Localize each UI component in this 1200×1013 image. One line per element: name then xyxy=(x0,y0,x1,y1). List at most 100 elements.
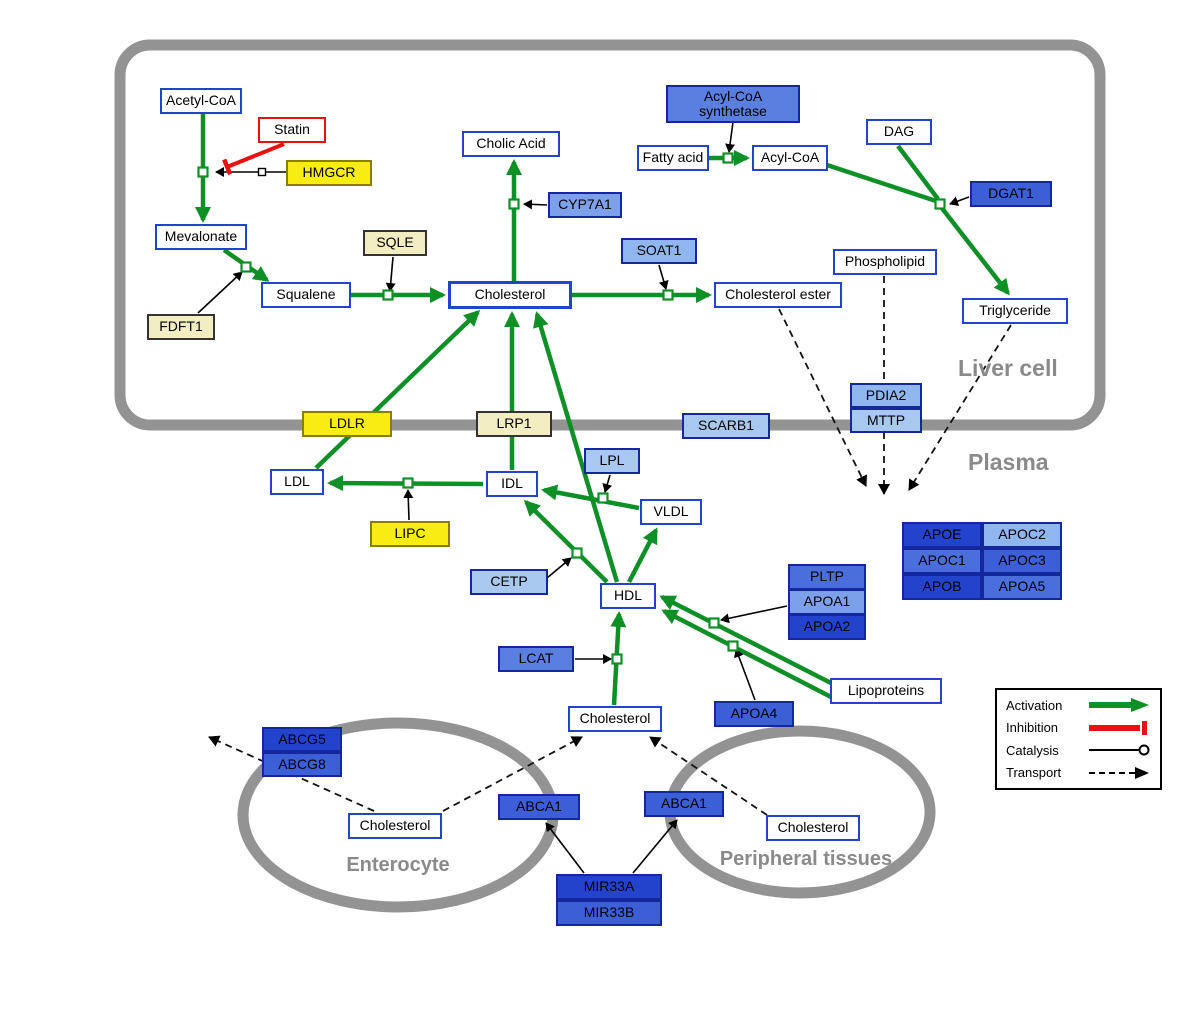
reaction-square xyxy=(662,289,674,301)
node-acetyl-coa[interactable]: Acetyl-CoA xyxy=(160,88,242,114)
edge-cyp7a1-catalysis xyxy=(523,199,548,210)
reaction-square xyxy=(727,640,739,652)
node-apoc1[interactable]: APOC1 xyxy=(902,548,982,574)
reaction-square xyxy=(571,547,583,559)
liver-cell-membrane xyxy=(114,39,1106,431)
edge-cetp-catalysis xyxy=(546,557,572,579)
edge-lipoproteins-hdl-lower xyxy=(661,608,835,701)
reaction-square xyxy=(508,198,520,210)
node-pltp[interactable]: PLTP xyxy=(788,564,866,590)
node-apoc2[interactable]: APOC2 xyxy=(982,522,1062,548)
edge-ldl-ldlr-cholesterol xyxy=(314,309,481,470)
reaction-square xyxy=(197,166,209,178)
edge-triglyceride-transport xyxy=(908,324,1012,491)
edge-hdl-vldl xyxy=(627,527,658,584)
node-cyp7a1[interactable]: CYP7A1 xyxy=(548,192,622,218)
reaction-squares xyxy=(197,152,946,665)
node-hmgcr[interactable]: HMGCR xyxy=(286,160,372,186)
reaction-square xyxy=(597,492,609,504)
node-ldl[interactable]: LDL xyxy=(270,469,324,495)
reaction-square xyxy=(240,261,252,273)
reaction-square xyxy=(934,198,946,210)
node-apoa4[interactable]: APOA4 xyxy=(714,701,794,727)
node-squalene[interactable]: Squalene xyxy=(261,282,351,308)
node-abca1-right[interactable]: ABCA1 xyxy=(644,791,724,817)
legend: Activation Inhibition Catalysis Transpor… xyxy=(995,688,1162,790)
legend-row-inhibition: Inhibition xyxy=(1006,720,1151,736)
node-triglyceride[interactable]: Triglyceride xyxy=(962,298,1068,324)
node-apoe[interactable]: APOE xyxy=(902,522,982,548)
edge-cholesterolester-transport xyxy=(778,308,867,487)
legend-activation-label: Activation xyxy=(1006,697,1063,713)
transport-dashed-arrow-symbol xyxy=(1089,766,1149,779)
node-cholesterol-plasma[interactable]: Cholesterol xyxy=(568,706,662,732)
node-acyl-coa-synthetase[interactable]: Acyl-CoA synthetase xyxy=(666,85,800,123)
node-soat1[interactable]: SOAT1 xyxy=(621,238,697,264)
node-hdl[interactable]: HDL xyxy=(600,583,656,609)
legend-inhibition-label: Inhibition xyxy=(1006,720,1059,736)
node-acyl-coa[interactable]: Acyl-CoA xyxy=(752,145,828,171)
edge-vldl-idl xyxy=(541,484,640,511)
node-apoa5[interactable]: APOA5 xyxy=(982,574,1062,600)
node-dag[interactable]: DAG xyxy=(866,119,932,145)
edge-acylcoa-junction xyxy=(826,162,937,204)
node-lrp1[interactable]: LRP1 xyxy=(476,411,552,437)
node-fdft1[interactable]: FDFT1 xyxy=(147,314,215,340)
node-ldlr[interactable]: LDLR xyxy=(302,411,392,437)
node-phospholipid[interactable]: Phospholipid xyxy=(833,249,937,275)
edge-lipc-catalysis xyxy=(403,489,414,521)
edge-mir33-abca1-left xyxy=(545,822,585,874)
node-mir33a[interactable]: MIR33A xyxy=(556,874,662,900)
node-cholesterol-enterocyte[interactable]: Cholesterol xyxy=(348,813,442,839)
catalysis-port-square xyxy=(257,167,267,177)
catalysis-circle-symbol xyxy=(1089,744,1150,756)
node-abcg8[interactable]: ABCG8 xyxy=(262,752,342,777)
reaction-square xyxy=(402,477,414,489)
node-mevalonate[interactable]: Mevalonate xyxy=(155,224,247,250)
node-cholic-acid[interactable]: Cholic Acid xyxy=(462,131,560,157)
plasma-label: Plasma xyxy=(968,449,1049,475)
node-dgat1[interactable]: DGAT1 xyxy=(970,181,1052,207)
node-cholesterol-liver[interactable]: Cholesterol xyxy=(448,281,572,309)
edge-junction-triglyceride xyxy=(939,205,1010,296)
edge-sqle-catalysis xyxy=(385,256,396,292)
legend-row-activation: Activation xyxy=(1006,697,1151,713)
node-mir33b[interactable]: MIR33B xyxy=(556,900,662,926)
node-cholesterol-ester[interactable]: Cholesterol ester xyxy=(714,282,842,308)
node-lipc[interactable]: LIPC xyxy=(370,521,450,547)
node-pdia2[interactable]: PDIA2 xyxy=(850,383,922,408)
node-lpl[interactable]: LPL xyxy=(584,448,640,474)
reaction-square xyxy=(611,653,623,665)
node-idl[interactable]: IDL xyxy=(486,471,538,497)
liver-cell-label: Liver cell xyxy=(958,355,1058,381)
node-statin[interactable]: Statin xyxy=(258,117,326,143)
node-scarb1[interactable]: SCARB1 xyxy=(682,413,770,439)
enterocyte-label: Enterocyte xyxy=(346,854,450,876)
node-abca1-left[interactable]: ABCA1 xyxy=(498,794,580,820)
node-lipoproteins[interactable]: Lipoproteins xyxy=(830,678,942,704)
node-sqle[interactable]: SQLE xyxy=(363,230,427,256)
edge-lpl-catalysis xyxy=(602,474,613,493)
node-cetp[interactable]: CETP xyxy=(470,569,548,595)
legend-row-catalysis: Catalysis xyxy=(1006,742,1151,758)
node-apoc3[interactable]: APOC3 xyxy=(982,548,1062,574)
edge-soat1-catalysis xyxy=(658,264,669,290)
node-apob[interactable]: APOB xyxy=(902,574,982,600)
legend-row-transport: Transport xyxy=(1006,765,1151,781)
node-lcat[interactable]: LCAT xyxy=(498,646,574,672)
edge-enterocyte-to-plasma-cholesterol xyxy=(442,736,583,812)
node-cholesterol-peripheral[interactable]: Cholesterol xyxy=(766,815,860,841)
inhibition-tbar-symbol xyxy=(1089,720,1147,735)
reaction-square xyxy=(722,152,734,164)
edge-dag-junction xyxy=(896,144,940,201)
edge-hdl-cholesterol xyxy=(533,311,620,583)
node-apoa1[interactable]: APOA1 xyxy=(788,589,866,615)
node-abcg5[interactable]: ABCG5 xyxy=(262,727,342,752)
node-fatty-acid[interactable]: Fatty acid xyxy=(637,145,709,171)
reaction-square xyxy=(382,289,394,301)
node-apoa2[interactable]: APOA2 xyxy=(788,614,866,640)
edge-mir33-abca1-right xyxy=(632,819,678,874)
node-mttp[interactable]: MTTP xyxy=(850,408,922,433)
node-vldl[interactable]: VLDL xyxy=(640,499,702,525)
